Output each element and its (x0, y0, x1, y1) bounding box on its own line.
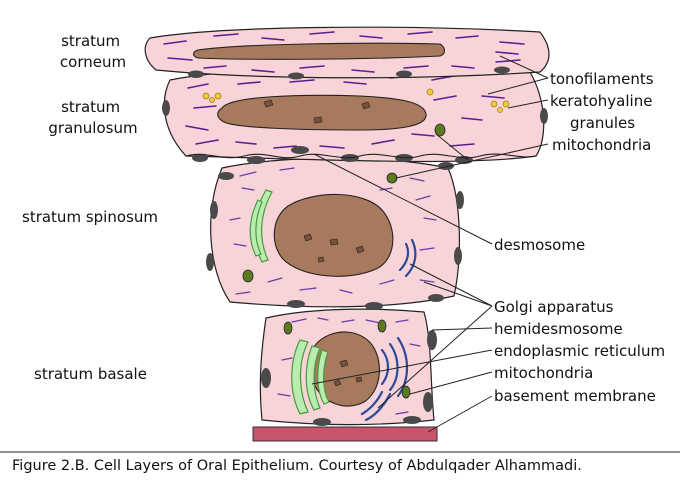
basal-desmosomes (261, 330, 437, 426)
label-stratum-granulosum: stratum granulosum (48, 98, 137, 137)
keratohyaline-granule (502, 100, 510, 108)
label-keratohyaline-granules: keratohyaline granules (550, 92, 657, 132)
cornified-desmosomes (188, 66, 510, 80)
keratohyaline-granule (202, 92, 210, 100)
label-stratum-basale: stratum basale (34, 365, 147, 383)
label-basement-membrane: basement membrane (494, 387, 656, 405)
keratohyaline-granule (497, 107, 503, 113)
granular-nucleus (217, 94, 427, 131)
keratohyaline-granule (490, 100, 498, 108)
mitochondrion (434, 123, 446, 137)
basal-cell (259, 308, 435, 426)
label-tonofilaments: tonofilaments (550, 70, 654, 88)
label-mitochondria-lower: mitochondria (494, 364, 593, 382)
spinous-nucleus (273, 193, 394, 277)
figure-caption: Figure 2.B. Cell Layers of Oral Epitheli… (12, 458, 582, 474)
label-desmosome: desmosome (494, 236, 585, 254)
mitochondrion (283, 321, 293, 335)
label-endoplasmic-reticulum: endoplasmic reticulum (494, 342, 665, 360)
keratohyaline-granule (209, 97, 215, 103)
spinous-cell (210, 157, 460, 308)
basal-endoplasmic-reticulum (291, 339, 309, 415)
basement-membrane (252, 426, 438, 442)
label-golgi-apparatus: Golgi apparatus (494, 298, 614, 316)
mitochondrion (377, 319, 387, 333)
label-stratum-corneum: stratum corneum (60, 32, 126, 71)
keratohyaline-granule (214, 92, 222, 100)
label-mitochondria-upper: mitochondria (552, 136, 651, 154)
granular-spinous-boundary (185, 153, 537, 159)
label-stratum-spinosum: stratum spinosum (22, 208, 158, 226)
granular-cell (163, 66, 545, 163)
mitochondrion (386, 172, 398, 184)
mitochondrion (401, 385, 411, 399)
mitochondrion (242, 269, 254, 283)
spinous-golgi (398, 238, 417, 278)
leader-lines (311, 55, 549, 433)
label-hemidesmosome: hemidesmosome (494, 320, 623, 338)
cornified-remnant (192, 42, 446, 60)
keratohyaline-granule (426, 88, 434, 96)
cornified-cell (144, 26, 550, 79)
